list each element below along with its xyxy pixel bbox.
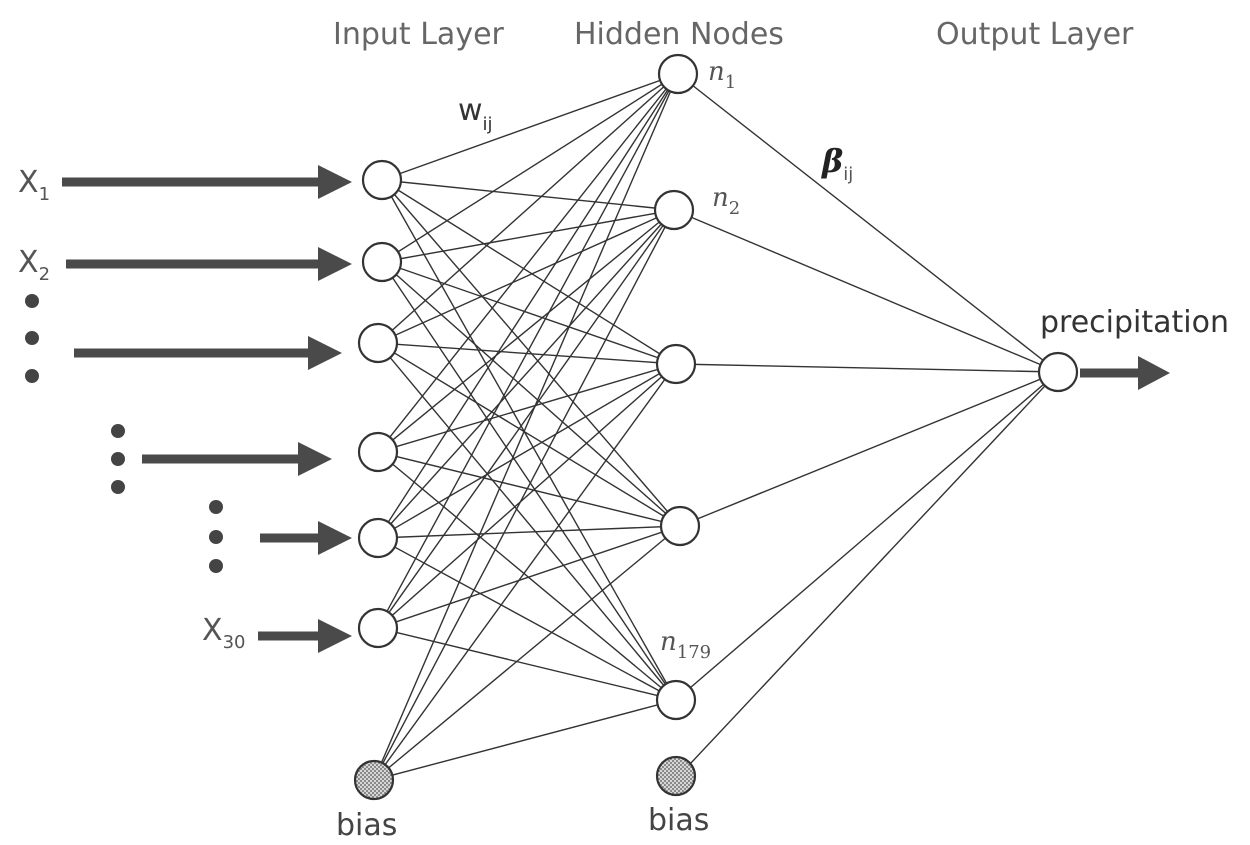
input-arrow-3: [74, 336, 342, 370]
input-hidden-edge: [381, 179, 675, 211]
hidden-bias-label: bias: [648, 803, 709, 838]
connection-edges: [373, 73, 1059, 781]
input-hidden-edge: [377, 73, 679, 453]
input-arrow-4: [142, 442, 332, 476]
hidden-output-edge: [673, 209, 1059, 373]
input-node-1: [361, 159, 403, 201]
output-layer-nodes: [1037, 351, 1079, 393]
input-hidden-edge: [377, 342, 677, 701]
input-hidden-edge: [377, 209, 675, 539]
input-hidden-edge: [377, 342, 681, 527]
input-hidden-edge: [377, 73, 679, 629]
input-label-x1: X1: [18, 165, 50, 205]
input-hidden-edge: [381, 261, 677, 365]
input-hidden-edge: [373, 73, 679, 781]
bias-output-edge: [689, 371, 1059, 765]
input-hidden-edge: [373, 363, 677, 781]
input-hidden-edge: [377, 451, 677, 701]
ellipsis-dot: [209, 500, 223, 514]
hidden-nodes-title: Hidden Nodes: [574, 17, 784, 52]
input-arrow-x1: [62, 165, 352, 199]
input-node-5: [357, 517, 399, 559]
input-hidden-edge: [377, 627, 677, 701]
input-node-3: [357, 322, 399, 364]
input-hidden-edge: [377, 209, 675, 629]
input-hidden-edge: [377, 537, 677, 701]
weight-label-wij: wij: [458, 93, 493, 135]
input-label-x2: X2: [18, 245, 50, 285]
input-arrow-x2: [66, 247, 352, 281]
input-hidden-edge: [381, 73, 679, 263]
input-hidden-edge: [377, 525, 681, 629]
ellipsis-dots: [25, 294, 223, 573]
hidden-output-edge: [679, 371, 1059, 527]
input-hidden-edge: [377, 363, 677, 629]
ellipsis-dot: [209, 559, 223, 573]
input-hidden-edge: [381, 73, 679, 181]
input-node-2: [361, 241, 403, 283]
hidden-label-n1: n1: [708, 57, 736, 93]
output-label: precipitation: [1040, 305, 1229, 340]
hidden-label-n179: n179: [660, 627, 711, 663]
input-arrow-5: [260, 521, 352, 555]
input-hidden-edge: [377, 451, 681, 527]
input-label-x30: X30: [202, 613, 245, 653]
input-hidden-edge: [381, 179, 677, 365]
input-hidden-edge: [377, 73, 679, 344]
hidden-label-n2: n2: [712, 183, 740, 219]
weight-label-beta: βij: [821, 142, 853, 185]
ellipsis-dot: [25, 369, 39, 383]
input-layer-title: Input Layer: [333, 17, 505, 52]
input-hidden-edge: [381, 209, 675, 263]
input-node-30: [357, 607, 399, 649]
output-arrow: [1080, 356, 1170, 390]
ellipsis-dot: [25, 331, 39, 345]
ellipsis-dot: [111, 480, 125, 494]
input-arrows: [62, 165, 1170, 653]
ellipsis-dot: [25, 294, 39, 308]
hidden-bias-node: [655, 755, 697, 797]
hidden-output-edge: [677, 73, 1059, 373]
input-layer-nodes: [353, 159, 403, 801]
hidden-node-179: [655, 679, 697, 721]
hidden-layer-nodes: [653, 53, 701, 797]
input-bias-label: bias: [336, 808, 397, 843]
input-hidden-edge: [377, 209, 675, 453]
hidden-node-3: [655, 343, 697, 385]
input-hidden-edge: [373, 699, 677, 781]
input-node-4: [357, 431, 399, 473]
input-hidden-edge: [377, 363, 677, 453]
input-hidden-edge: [373, 209, 675, 781]
input-hidden-edge: [373, 525, 681, 781]
input-hidden-edge: [377, 209, 675, 344]
hidden-node-2: [653, 189, 695, 231]
input-hidden-edge: [381, 179, 681, 527]
input-hidden-edge: [381, 179, 677, 701]
hidden-output-edge: [675, 371, 1059, 701]
input-hidden-edge: [381, 261, 681, 527]
ellipsis-dot: [111, 424, 125, 438]
input-hidden-edge: [377, 525, 681, 539]
input-hidden-edge: [377, 363, 677, 539]
ellipsis-dot: [111, 452, 125, 466]
input-arrow-x30: [258, 619, 352, 653]
hidden-output-edge: [675, 363, 1059, 373]
input-hidden-edge: [377, 73, 679, 539]
hidden-node-1: [657, 53, 699, 95]
ellipsis-dot: [209, 530, 223, 544]
output-node: [1037, 351, 1079, 393]
input-bias-node: [353, 759, 395, 801]
input-hidden-edge: [381, 261, 677, 701]
output-layer-title: Output Layer: [936, 17, 1134, 52]
hidden-node-4: [659, 505, 701, 547]
